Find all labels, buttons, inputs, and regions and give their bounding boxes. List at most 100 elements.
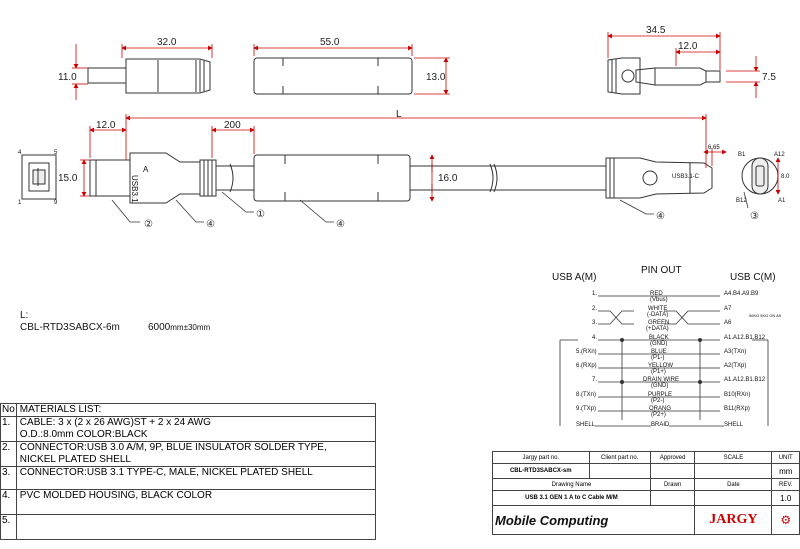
pin-mid2: (P1+) bbox=[651, 369, 666, 375]
length-label: L: bbox=[20, 310, 29, 321]
pin-mid: BLACK bbox=[649, 335, 669, 341]
usbc-pin-a1: A1 bbox=[778, 198, 786, 204]
pin-mid2: (GND) bbox=[650, 341, 668, 347]
pin-mid: YELLOW bbox=[648, 363, 674, 369]
dim-16-label: 16.0 bbox=[438, 173, 458, 184]
pin-mid: PURPLE bbox=[648, 392, 673, 398]
usba-plug-a: A bbox=[143, 165, 149, 174]
tb-part-value: CBL-RTD3SABCX-sm bbox=[492, 463, 590, 479]
item-desc: CONNECTOR:USB 3.0 A/M, 9P, BLUE INSULATO… bbox=[15, 441, 377, 467]
tb-unit-value: mm bbox=[771, 463, 800, 479]
pin-mid2: (+DATA) bbox=[646, 326, 669, 332]
usb-c-side-view bbox=[607, 57, 721, 95]
logo-jargy: JARGY bbox=[694, 505, 773, 535]
dim-15-label: 15.0 bbox=[58, 173, 78, 184]
pin-mid2: (P1-) bbox=[651, 355, 665, 361]
length-unit: mm±30mm bbox=[170, 323, 211, 332]
pinout-left-header: USB A(M) bbox=[552, 272, 597, 283]
pin-mid: GREEN bbox=[648, 320, 670, 326]
tb-unit: UNIT bbox=[771, 451, 800, 464]
logo-mobile-computing: Mobile Computing bbox=[491, 505, 696, 535]
pin-right: A1.A12.B1.B12 bbox=[724, 377, 766, 383]
pin-right: SHELL bbox=[724, 422, 744, 428]
pin-left: 3. bbox=[592, 320, 598, 326]
pinout-right-header: USB C(M) bbox=[730, 272, 776, 283]
pin-mid2: (-DATA) bbox=[647, 312, 669, 318]
pin-right: A3(TXn) bbox=[724, 349, 747, 355]
usbc-pin-b12: B12 bbox=[736, 198, 747, 204]
usb-a-face-view bbox=[21, 154, 57, 200]
tb-rev: REV. bbox=[771, 478, 800, 491]
usb-c-plug-top bbox=[605, 157, 713, 199]
pin-right: A2(TXp) bbox=[724, 363, 747, 369]
dim-32-label: 32.0 bbox=[157, 37, 177, 48]
usbc-pin-a12: A12 bbox=[774, 152, 785, 158]
pin-left: 9.(TXp) bbox=[576, 406, 597, 412]
usb-c-face-view bbox=[741, 157, 779, 195]
materials-header-row: No MATERIALS LIST: bbox=[0, 403, 377, 417]
dim-11-label: 11.0 bbox=[58, 72, 77, 83]
dim-13-label: 13.0 bbox=[426, 72, 446, 83]
tb-drawn-empty bbox=[649, 490, 696, 506]
table-row: 3. CONNECTOR:USB 3.1 TYPE-C, MALE, NICKE… bbox=[0, 466, 377, 490]
tb-client-part: Client part no. bbox=[588, 451, 651, 464]
pinout-resistor-note: 56KΩ 5KΩ ON A5 bbox=[749, 313, 781, 318]
tb-drawing-value: USB 3.1 GEN 1 A to C Cable M/M bbox=[492, 490, 651, 506]
dim-200-label: 200 bbox=[224, 120, 241, 131]
pin-right: A4.B4.A9.B9 bbox=[724, 291, 759, 297]
length-value: 6000mm±30mm bbox=[148, 322, 210, 333]
pin-left: 7. bbox=[592, 377, 598, 383]
length-number: 6000 bbox=[148, 322, 171, 333]
dim-55-label: 55.0 bbox=[320, 37, 340, 48]
pin-right: A7 bbox=[724, 306, 732, 312]
item-desc: CONNECTOR:USB 3.1 TYPE-C, MALE, NICKEL P… bbox=[15, 466, 377, 490]
dim-32 bbox=[72, 44, 213, 100]
pin-left: 2. bbox=[592, 306, 598, 312]
dim-345-label: 34.5 bbox=[646, 25, 666, 36]
pin-left: 8.(TXn) bbox=[576, 392, 597, 398]
item-desc bbox=[15, 514, 377, 540]
item-line: O.D.:8.0mm COLOR:BLACK bbox=[19, 429, 148, 440]
usbc-pin-b1: B1 bbox=[738, 152, 746, 158]
pin-left: 1. bbox=[592, 291, 598, 297]
tb-approved-empty bbox=[649, 463, 696, 479]
callout-4b: ④ bbox=[336, 219, 345, 230]
cable-and-housing bbox=[216, 154, 606, 202]
length-part: CBL-RTD3SABCX-6m bbox=[20, 322, 120, 333]
dim-55-13 bbox=[253, 44, 450, 95]
usbc-plug-text: USB3.1-C bbox=[672, 174, 700, 180]
title-block: Jargy part no. Client part no. Approved … bbox=[491, 451, 800, 549]
pinout-title: PIN OUT bbox=[641, 265, 682, 276]
callout-3: ③ bbox=[750, 211, 759, 222]
pin-mid: BLUE bbox=[651, 349, 667, 355]
callout-1: ① bbox=[256, 209, 265, 220]
dim-75-label: 7.5 bbox=[762, 72, 776, 83]
pin-right: B11(RXp) bbox=[724, 406, 750, 412]
mold-housing-side bbox=[253, 57, 413, 95]
table-row: 1. CABLE: 3 x (2 x 26 AWG)ST + 2 x 24 AW… bbox=[0, 416, 377, 442]
callout-4a: ④ bbox=[206, 219, 215, 230]
pinout-nodes bbox=[620, 338, 702, 384]
item-line: NICKEL PLATED SHELL bbox=[19, 454, 131, 465]
tb-date: Date bbox=[694, 478, 773, 491]
pin-left: 4. bbox=[592, 335, 598, 341]
dim-12b-label: 12.0 bbox=[96, 120, 116, 131]
item-line: CONNECTOR:USB 3.1 TYPE-C, MALE, NICKEL P… bbox=[19, 467, 313, 478]
tb-drawing-name: Drawing Name bbox=[492, 478, 651, 491]
tb-date-empty bbox=[694, 490, 773, 506]
usba-plug-text: USB3.1 bbox=[130, 175, 139, 203]
dim-L-label: L bbox=[396, 109, 402, 120]
dim-8-label: 8.0 bbox=[781, 174, 790, 180]
pin-mid: DRAIN WIRE bbox=[643, 377, 679, 383]
usba-pin-4: 4 bbox=[18, 150, 22, 156]
pin-left: SHELL bbox=[576, 422, 596, 428]
table-row: 2. CONNECTOR:USB 3.0 A/M, 9P, BLUE INSUL… bbox=[0, 441, 377, 467]
pin-left: 6.(RXp) bbox=[576, 363, 597, 369]
pin-mid: ORANG bbox=[649, 406, 672, 412]
tb-scale-empty bbox=[694, 463, 773, 479]
table-row: 5. bbox=[0, 514, 377, 540]
pin-left: 5.(RXn) bbox=[576, 349, 597, 355]
callout-4c: ④ bbox=[656, 211, 665, 222]
usba-pin-1: 1 bbox=[18, 200, 22, 206]
